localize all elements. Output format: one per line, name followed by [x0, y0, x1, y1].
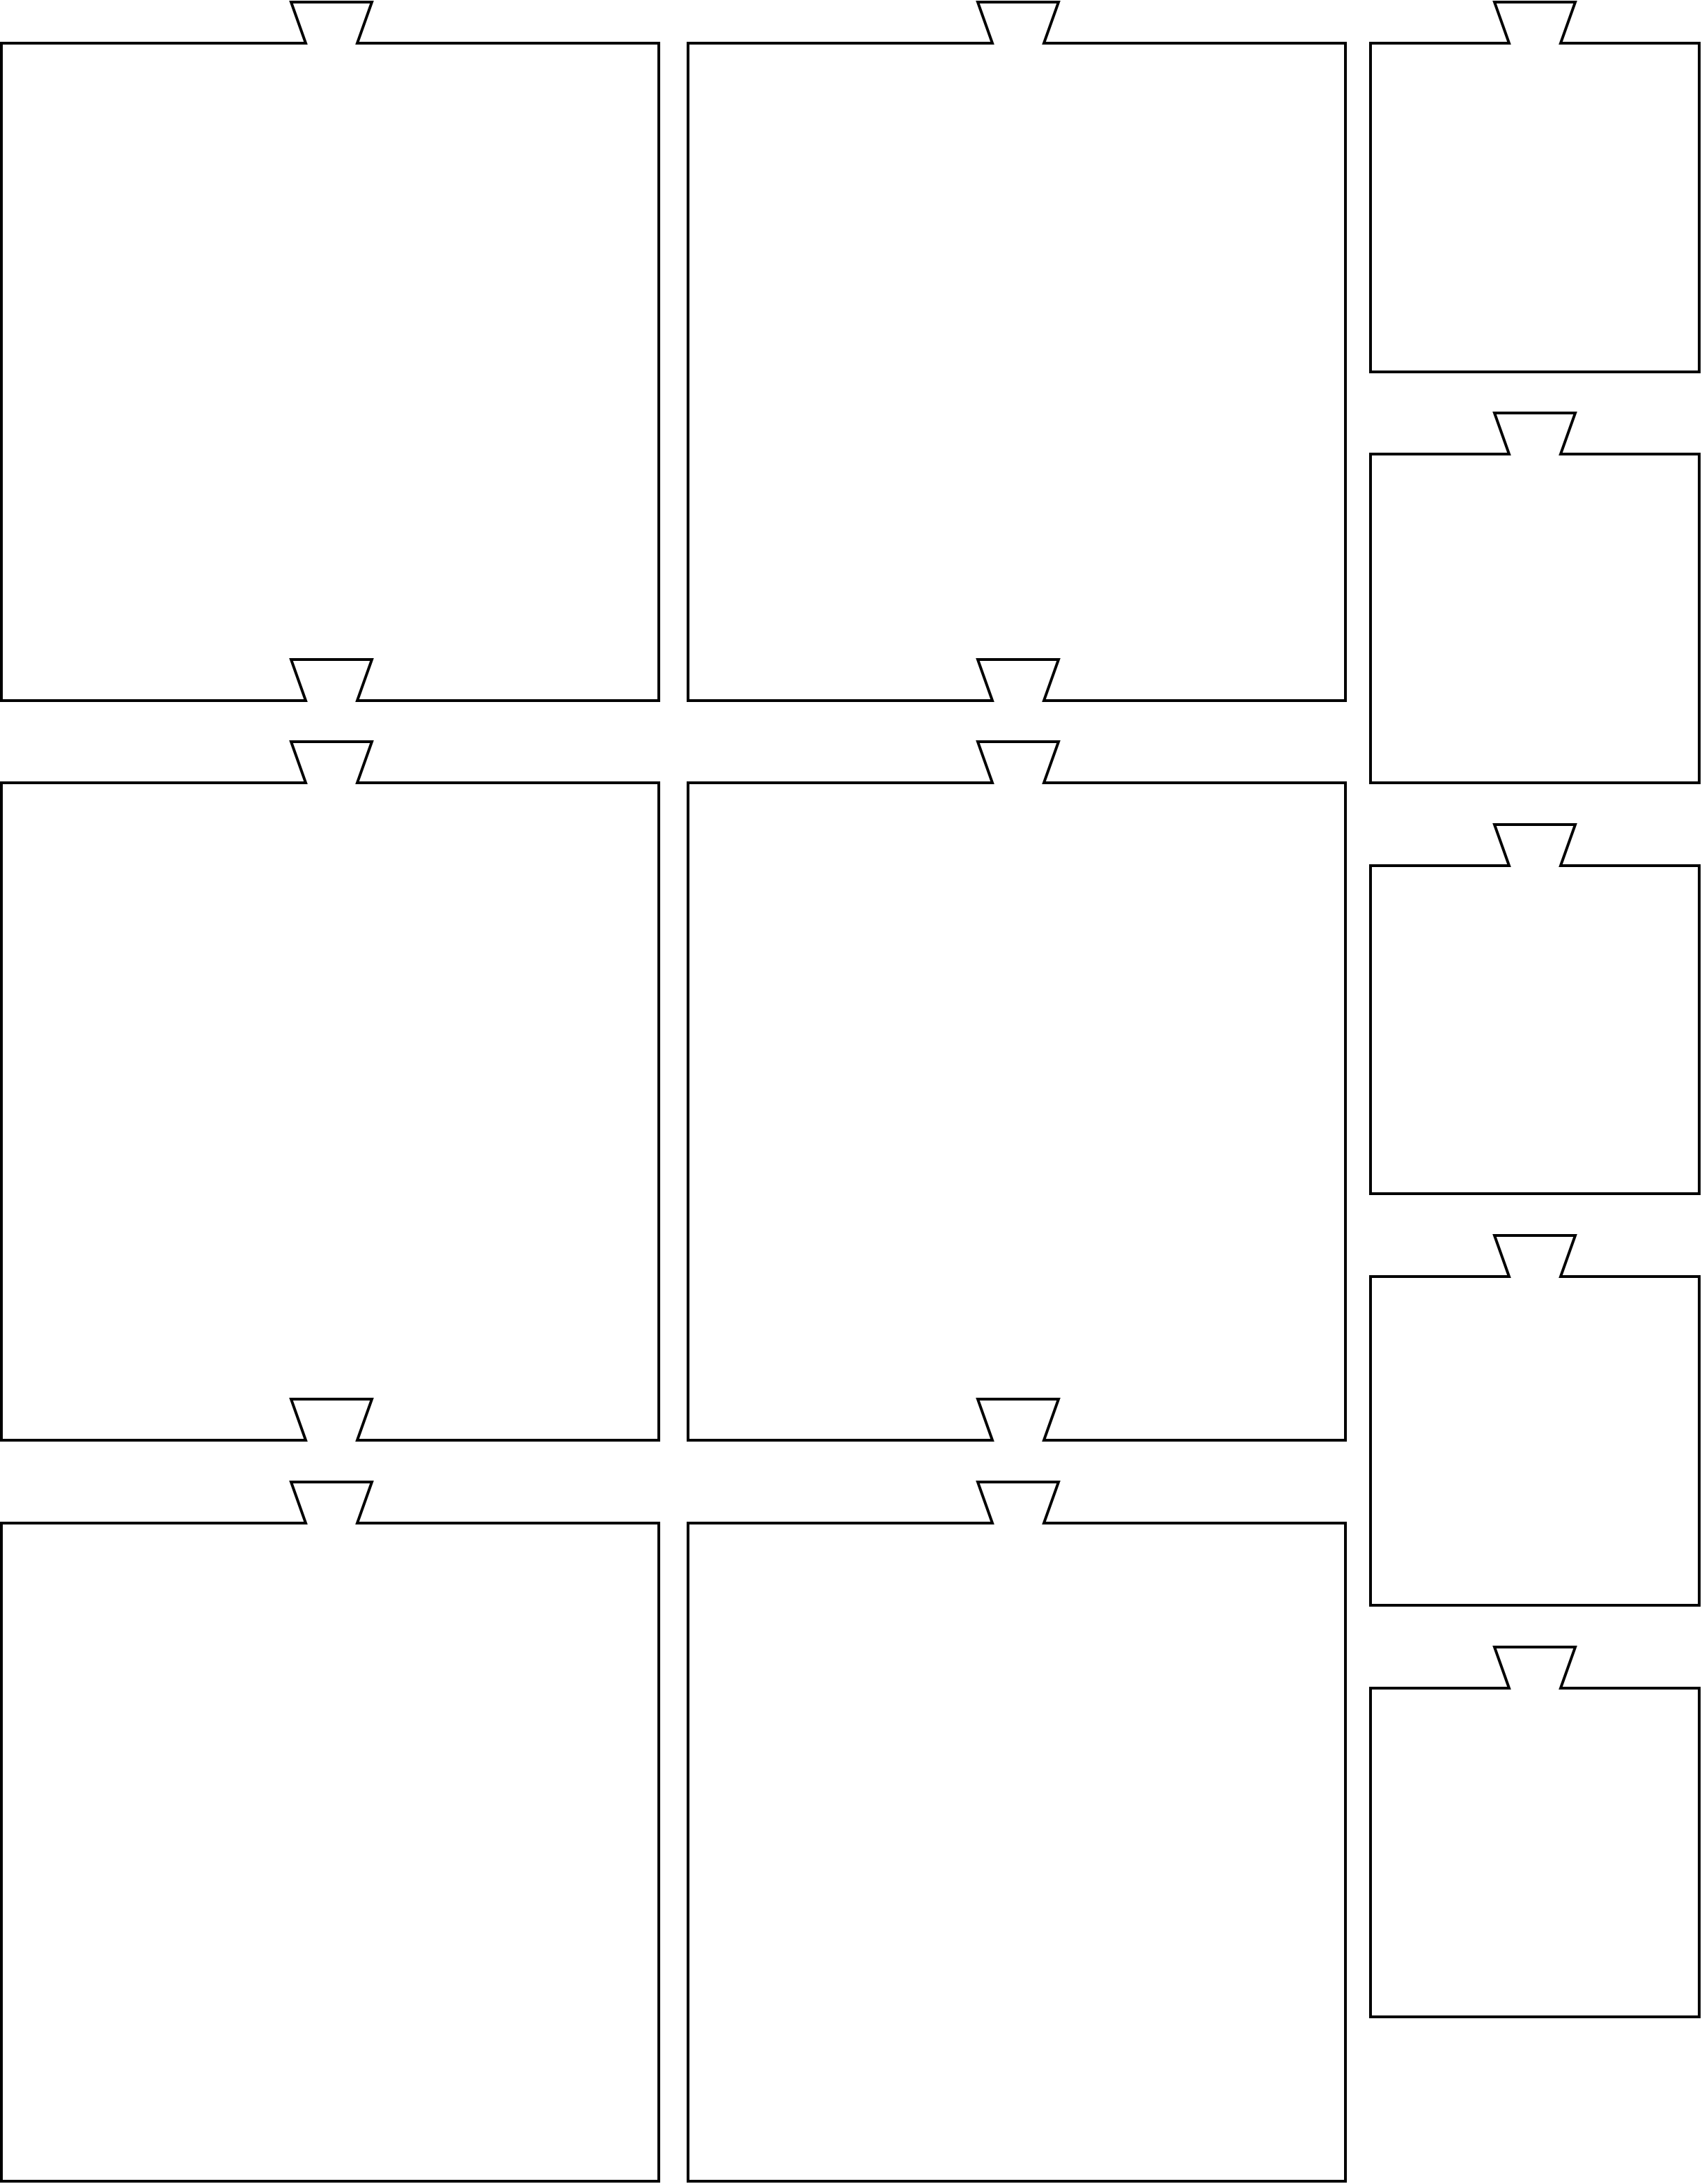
- small-puzzle-piece-4: [1369, 1234, 1701, 1607]
- small-puzzle-piece-1: [1369, 0, 1701, 373]
- large-puzzle-piece-5: [0, 1481, 660, 2183]
- small-puzzle-piece-3: [1369, 823, 1701, 1195]
- large-puzzle-piece-6: [687, 1481, 1347, 2183]
- small-puzzle-piece-2: [1369, 412, 1701, 784]
- small-puzzle-piece-5: [1369, 1646, 1701, 2018]
- large-puzzle-piece-2: [687, 0, 1347, 702]
- large-puzzle-piece-1: [0, 0, 660, 702]
- large-puzzle-piece-3: [0, 740, 660, 1442]
- large-puzzle-piece-4: [687, 740, 1347, 1442]
